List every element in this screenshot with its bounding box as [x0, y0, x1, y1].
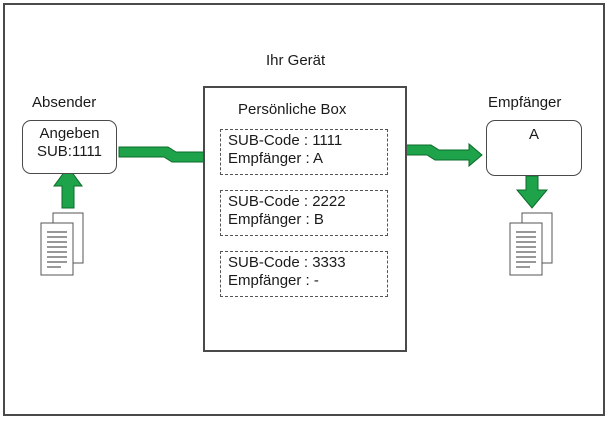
sub-box-recipient: Empfänger : B — [228, 211, 324, 228]
sender-up-arrow-icon — [53, 166, 83, 209]
forward-arrow-icon — [385, 142, 483, 168]
personal-box-title: Persönliche Box — [238, 101, 347, 118]
sub-box-code: SUB-Code : 1111 — [228, 132, 343, 149]
sender-action-text: Angeben — [39, 125, 100, 142]
sub-box-2: SUB-Code : 2222 Empfänger : B — [220, 190, 388, 236]
receiver-title: Empfänger — [488, 94, 562, 111]
receiver-box: A — [486, 120, 582, 176]
sender-document-stack-icon — [40, 212, 84, 276]
sub-box-recipient: Empfänger : A — [228, 150, 324, 167]
receiver-document-stack-icon — [509, 212, 553, 276]
sub-box-code: SUB-Code : 3333 — [228, 254, 346, 271]
sender-title: Absender — [32, 94, 97, 111]
sub-box-code: SUB-Code : 2222 — [228, 193, 346, 210]
receiver-down-arrow-icon — [515, 175, 549, 209]
sender-sub-code: SUB:1111 — [36, 143, 103, 160]
sub-box-1: SUB-Code : 1111 Empfänger : A — [220, 129, 388, 175]
sender-box: Angeben SUB:1111 — [22, 120, 117, 174]
device-label: Ihr Gerät — [266, 52, 326, 69]
sub-box-3: SUB-Code : 3333 Empfänger : - — [220, 251, 388, 297]
diagram-frame — [3, 3, 605, 416]
receiver-value: A — [528, 126, 539, 143]
sub-box-recipient: Empfänger : - — [228, 272, 319, 289]
